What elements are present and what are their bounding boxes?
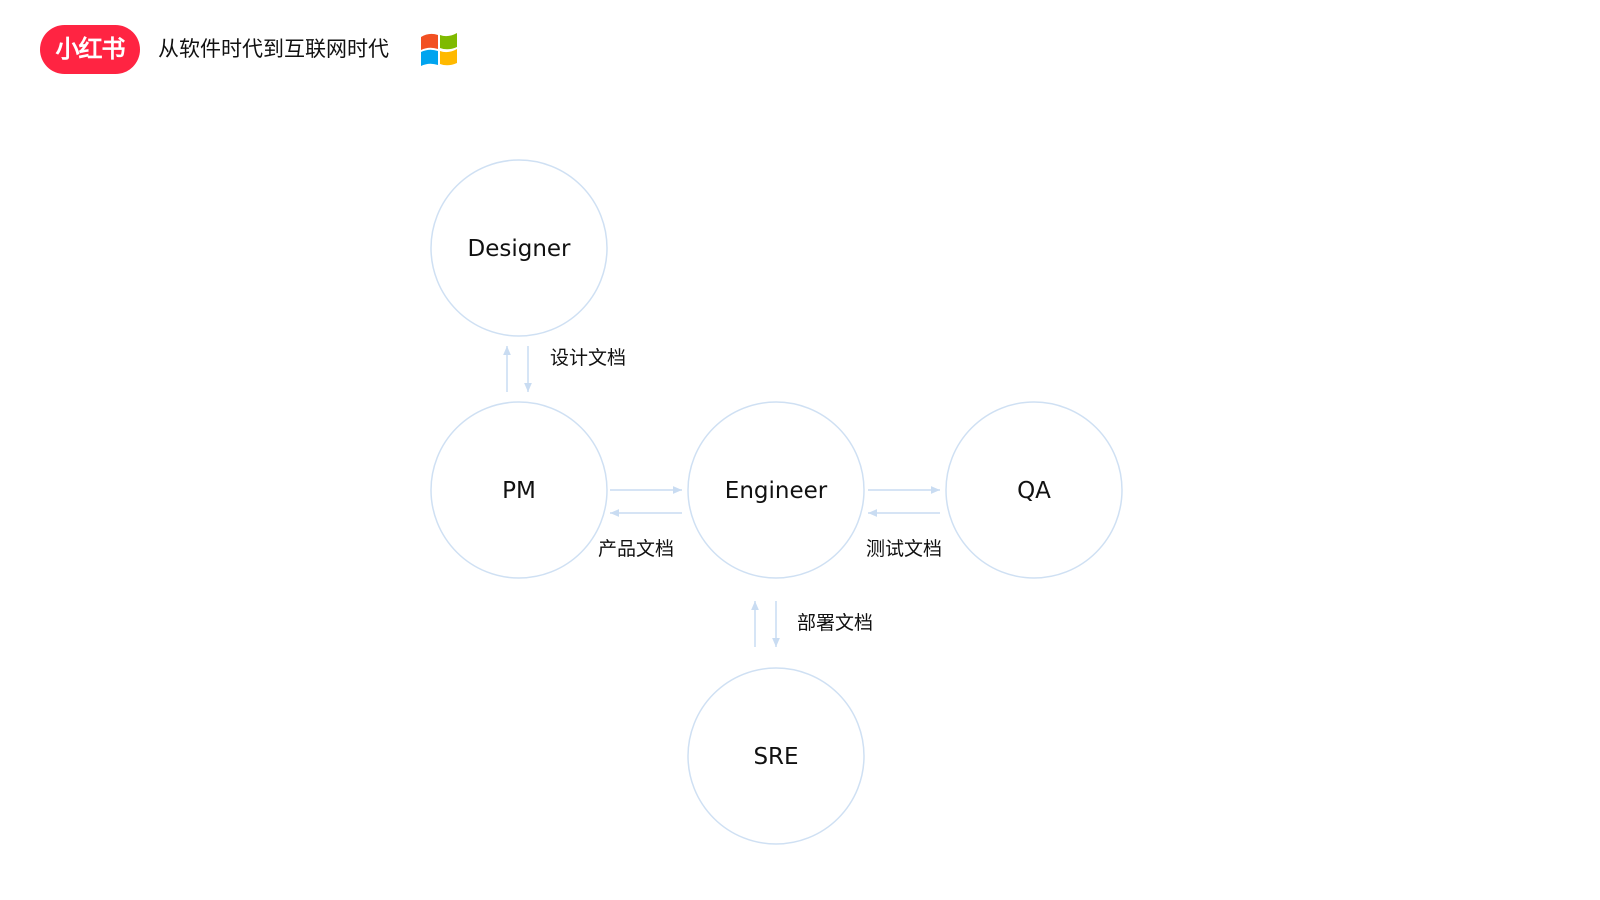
node-engineer-label: Engineer — [725, 478, 828, 504]
node-qa: QA — [945, 401, 1123, 579]
node-sre: SRE — [687, 667, 865, 845]
node-pm-label: PM — [502, 478, 536, 504]
edge-label-deploy-doc: 部署文档 — [797, 612, 874, 634]
edge-label-product-doc: 产品文档 — [598, 538, 675, 560]
edge-label-test-doc: 测试文档 — [866, 538, 943, 560]
windows-logo-icon — [421, 33, 457, 66]
edge-engineer-qa — [868, 486, 940, 517]
node-engineer: Engineer — [687, 401, 865, 579]
edge-designer-pm — [503, 346, 532, 392]
node-pm: PM — [430, 401, 608, 579]
edge-engineer-sre — [751, 601, 780, 647]
node-designer-label: Designer — [467, 236, 571, 262]
header: 小红书 从软件时代到互联网时代 — [0, 0, 1600, 100]
edge-pm-engineer — [610, 486, 682, 517]
brand-logo[interactable]: 小红书 — [40, 25, 140, 74]
node-qa-label: QA — [1017, 478, 1051, 504]
page-title: 从软件时代到互联网时代 — [158, 37, 389, 61]
node-sre-label: SRE — [753, 744, 798, 770]
edge-label-design-doc: 设计文档 — [550, 347, 627, 369]
node-designer: Designer — [430, 159, 608, 337]
